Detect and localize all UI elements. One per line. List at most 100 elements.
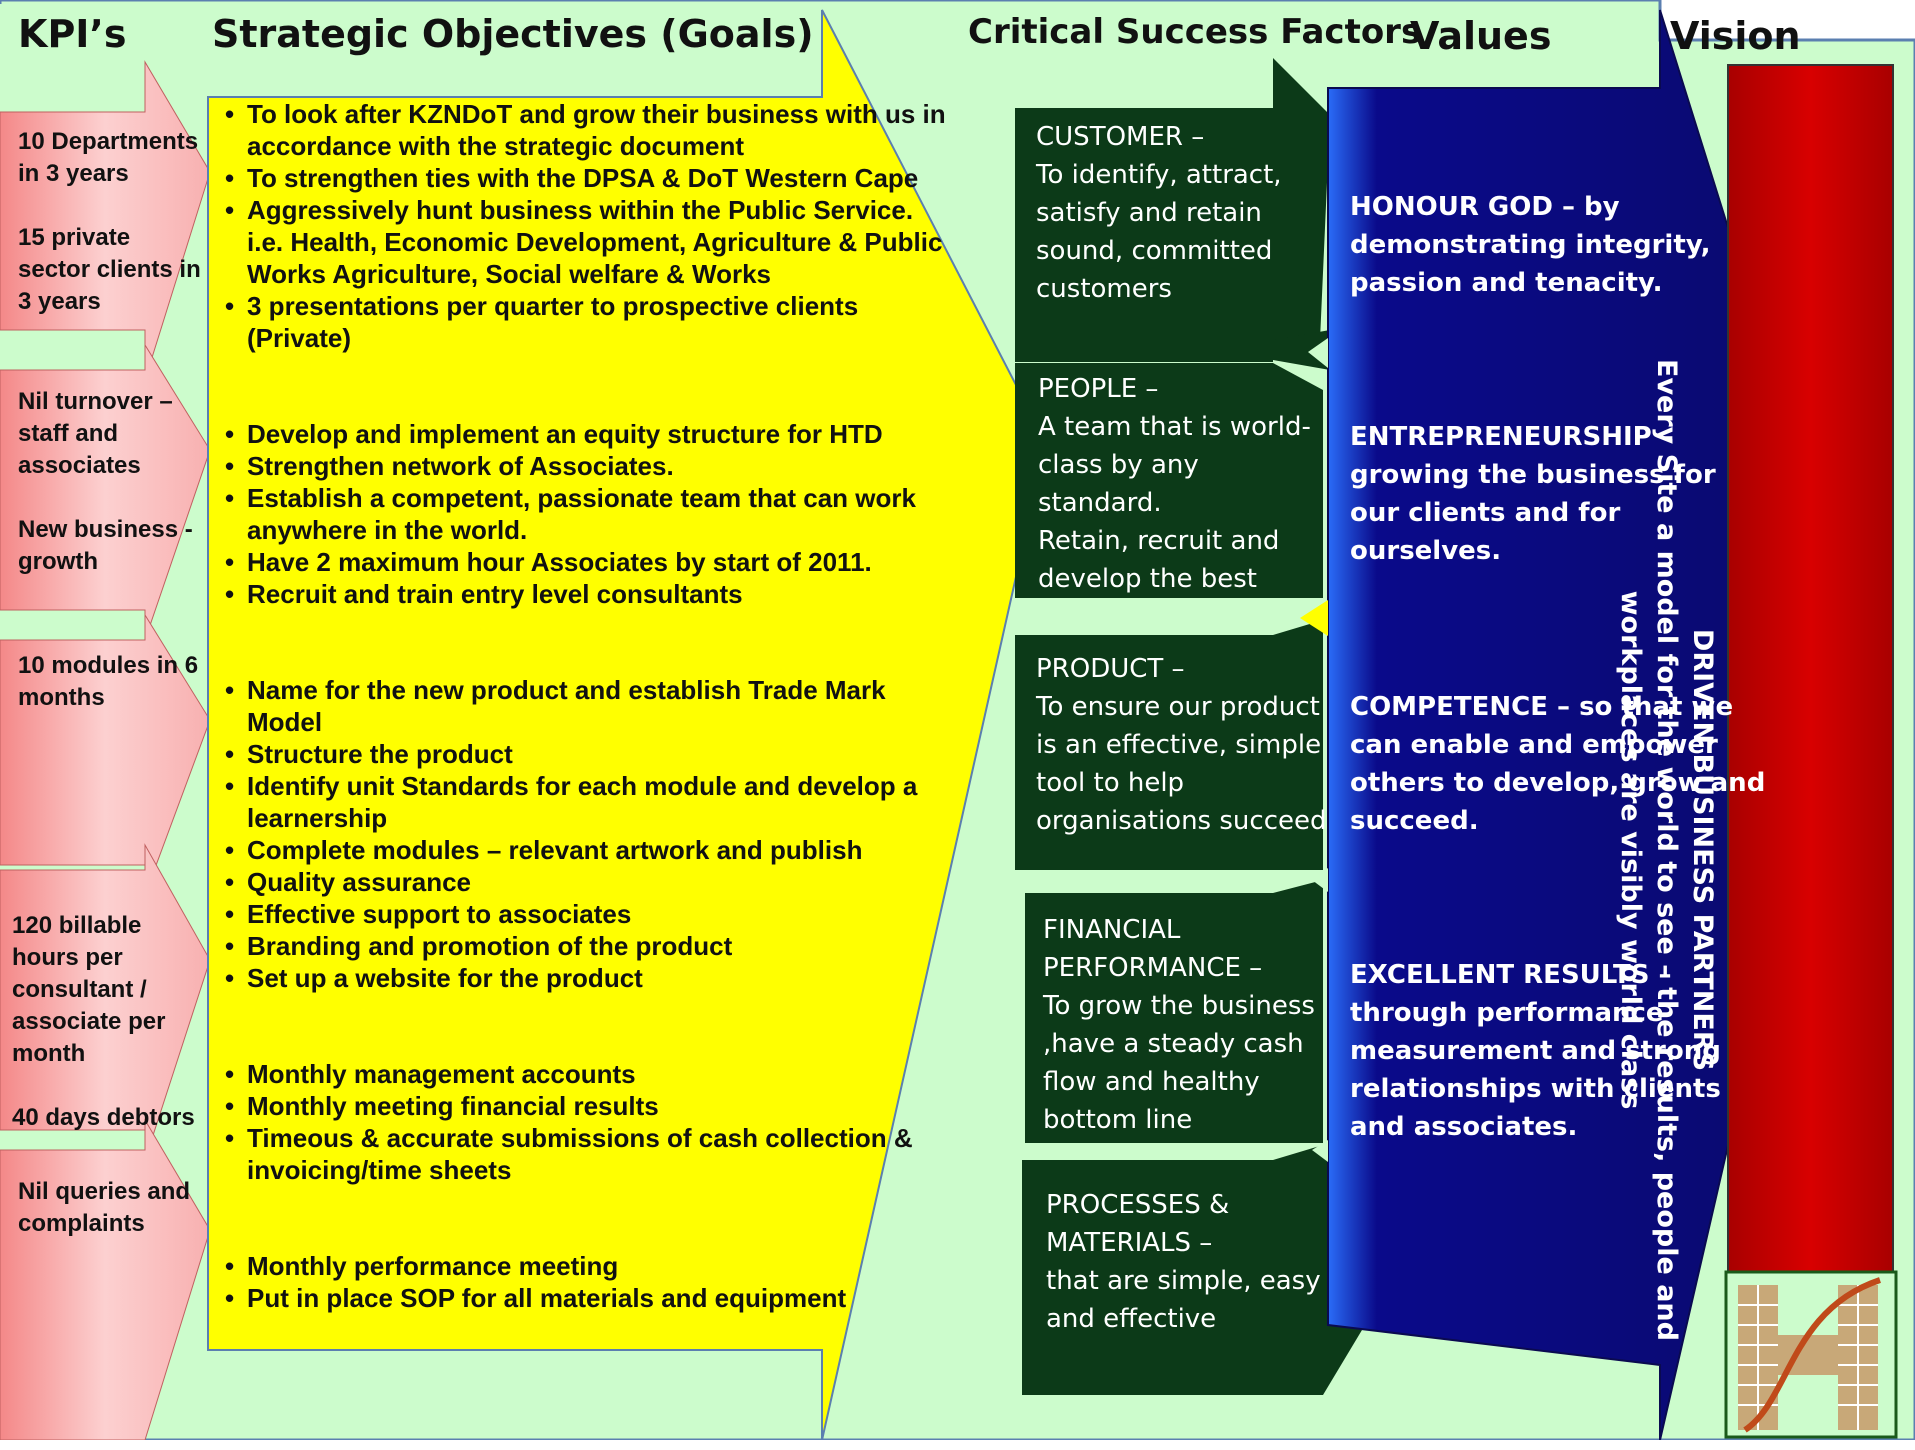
csf-panel-4 xyxy=(1025,880,1323,1143)
csf-line: PERFORMANCE – xyxy=(1043,953,1263,983)
goal-item: Set up a website for the product xyxy=(225,962,955,994)
goal-item: Develop and implement an equity structur… xyxy=(225,418,955,450)
kpi-line: 40 days debtors xyxy=(12,1104,195,1131)
kpi-block-5: Nil queries and complaints xyxy=(18,1176,190,1240)
goals-list-5: Monthly performance meeting Put in place… xyxy=(225,1250,955,1314)
goal-item: Structure the product xyxy=(225,738,955,770)
kpi-line: 10 modules in 6 xyxy=(18,652,199,679)
value-line: COMPETENCE – so that we xyxy=(1350,692,1734,722)
value-line: ENTREPRENEURSHIP – xyxy=(1350,422,1674,452)
kpi-line: hours per xyxy=(12,944,123,971)
csf-product: PRODUCT – To ensure our product is an ef… xyxy=(1036,650,1326,840)
value-honour-god: HONOUR GOD – by demonstrating integrity,… xyxy=(1350,188,1730,302)
value-line: can enable and empower xyxy=(1350,730,1718,760)
csf-line: A team that is world- xyxy=(1038,412,1311,442)
kpi-arrow-2 xyxy=(0,343,211,641)
goal-item: Establish a competent, passionate team t… xyxy=(225,482,955,546)
value-line: EXCELLENT RESULTS – xyxy=(1350,960,1672,990)
value-line: measurement and strong xyxy=(1350,1036,1721,1066)
goal-item: Branding and promotion of the product xyxy=(225,930,955,962)
goal-item: Have 2 maximum hour Associates by start … xyxy=(225,546,955,578)
kpi-line: sector clients in xyxy=(18,256,201,283)
value-line: ourselves. xyxy=(1350,536,1502,566)
header-kpis: KPI’s xyxy=(18,12,127,56)
csf-financial: FINANCIAL PERFORMANCE – To grow the busi… xyxy=(1043,911,1315,1139)
csf-panel-2 xyxy=(1015,363,1323,598)
kpi-line: 10 Departments xyxy=(18,128,199,155)
csf-line: sound, committed xyxy=(1036,236,1273,266)
header-values: Values xyxy=(1410,14,1552,58)
value-line: through performance xyxy=(1350,998,1664,1028)
value-competence: COMPETENCE – so that we can enable and e… xyxy=(1350,688,1766,840)
csf-line: that are simple, easy xyxy=(1046,1266,1321,1296)
kpi-line: Nil queries and xyxy=(18,1178,191,1205)
goal-item: Timeous & accurate submissions of cash c… xyxy=(225,1122,955,1186)
goals-list-2: Develop and implement an equity structur… xyxy=(225,418,955,610)
vision-bar xyxy=(1727,64,1894,1281)
header-goals: Strategic Objectives (Goals) xyxy=(212,12,814,56)
csf-customer: CUSTOMER – To identify, attract, satisfy… xyxy=(1036,118,1282,308)
goal-item: Complete modules – relevant artwork and … xyxy=(225,834,955,866)
csf-panel-1 xyxy=(1015,58,1330,362)
goal-item: Name for the new product and establish T… xyxy=(225,674,955,738)
kpi-line: consultant / xyxy=(12,976,147,1003)
kpi-block-4: 120 billable hours per consultant / asso… xyxy=(12,910,195,1134)
goal-item: Monthly meeting financial results xyxy=(225,1090,955,1122)
csf-line: organisations succeed xyxy=(1036,806,1327,836)
csf-line: Retain, recruit and xyxy=(1038,526,1280,556)
goal-item: Put in place SOP for all materials and e… xyxy=(225,1282,955,1314)
csf-processes: PROCESSES & MATERIALS – that are simple,… xyxy=(1046,1186,1321,1338)
kpi-line: months xyxy=(18,684,105,711)
goal-item: Recruit and train entry level consultant… xyxy=(225,578,955,610)
value-line: others to develop, grow and xyxy=(1350,768,1766,798)
goals-list-3: Name for the new product and establish T… xyxy=(225,674,955,994)
goal-item: Effective support to associates xyxy=(225,898,955,930)
csf-line: standard. xyxy=(1038,488,1162,518)
kpi-line: 3 years xyxy=(18,288,101,315)
kpi-line: month xyxy=(12,1040,86,1067)
header-vision: Vision xyxy=(1670,14,1801,58)
csf-line: To grow the business xyxy=(1043,991,1315,1021)
csf-panel-5 xyxy=(1022,1145,1380,1395)
csf-line: FINANCIAL xyxy=(1043,915,1181,945)
csf-line: is an effective, simple xyxy=(1036,730,1322,760)
csf-line: tool to help xyxy=(1036,768,1185,798)
value-line: growing the business for xyxy=(1350,460,1716,490)
value-excellent-results: EXCELLENT RESULTS – through performance … xyxy=(1350,956,1730,1146)
kpi-arrow-3 xyxy=(0,613,211,896)
value-line: our clients and for xyxy=(1350,498,1621,528)
csf-line: PROCESSES & xyxy=(1046,1190,1230,1220)
csf-line: CUSTOMER – xyxy=(1036,122,1205,152)
kpi-arrows xyxy=(0,60,211,1440)
csf-line: ,have a steady cash xyxy=(1043,1029,1304,1059)
csf-line: and effective xyxy=(1046,1304,1217,1334)
vision-line: Every Site a model for the world to see … xyxy=(1651,359,1682,1341)
logo-emblem xyxy=(1724,1270,1898,1439)
kpi-line: associate per xyxy=(12,1008,166,1035)
csf-panels xyxy=(1015,58,1380,1395)
kpi-block-3: 10 modules in 6 months xyxy=(18,650,198,714)
kpi-line: complaints xyxy=(18,1210,145,1237)
goals-list-1: To look after KZNDoT and grow their busi… xyxy=(225,98,955,354)
csf-people: PEOPLE – A team that is world- class by … xyxy=(1038,370,1311,598)
csf-line: develop the best xyxy=(1038,564,1257,594)
csf-line: customers xyxy=(1036,274,1172,304)
goal-item: To strengthen ties with the DPSA & DoT W… xyxy=(225,162,955,194)
kpi-arrow-4 xyxy=(0,843,211,1161)
kpi-line: New business - xyxy=(18,516,193,543)
csf-line: class by any xyxy=(1038,450,1199,480)
goal-item: Aggressively hunt business within the Pu… xyxy=(225,194,955,290)
kpi-line: 15 private xyxy=(18,224,131,251)
kpi-line: Nil turnover – xyxy=(18,388,173,415)
csf-line: bottom line xyxy=(1043,1105,1193,1135)
goal-item: Strengthen network of Associates. xyxy=(225,450,955,482)
goals-list-4: Monthly management accounts Monthly meet… xyxy=(225,1058,955,1186)
kpi-line: growth xyxy=(18,548,98,575)
kpi-line: in 3 years xyxy=(18,160,129,187)
csf-line: flow and healthy xyxy=(1043,1067,1260,1097)
kpi-block-2: Nil turnover – staff and associates New … xyxy=(18,386,193,578)
kpi-line: 120 billable xyxy=(12,912,142,939)
value-line: HONOUR GOD – by xyxy=(1350,192,1620,222)
csf-line: PEOPLE – xyxy=(1038,374,1159,404)
goal-item: Monthly performance meeting xyxy=(225,1250,955,1282)
